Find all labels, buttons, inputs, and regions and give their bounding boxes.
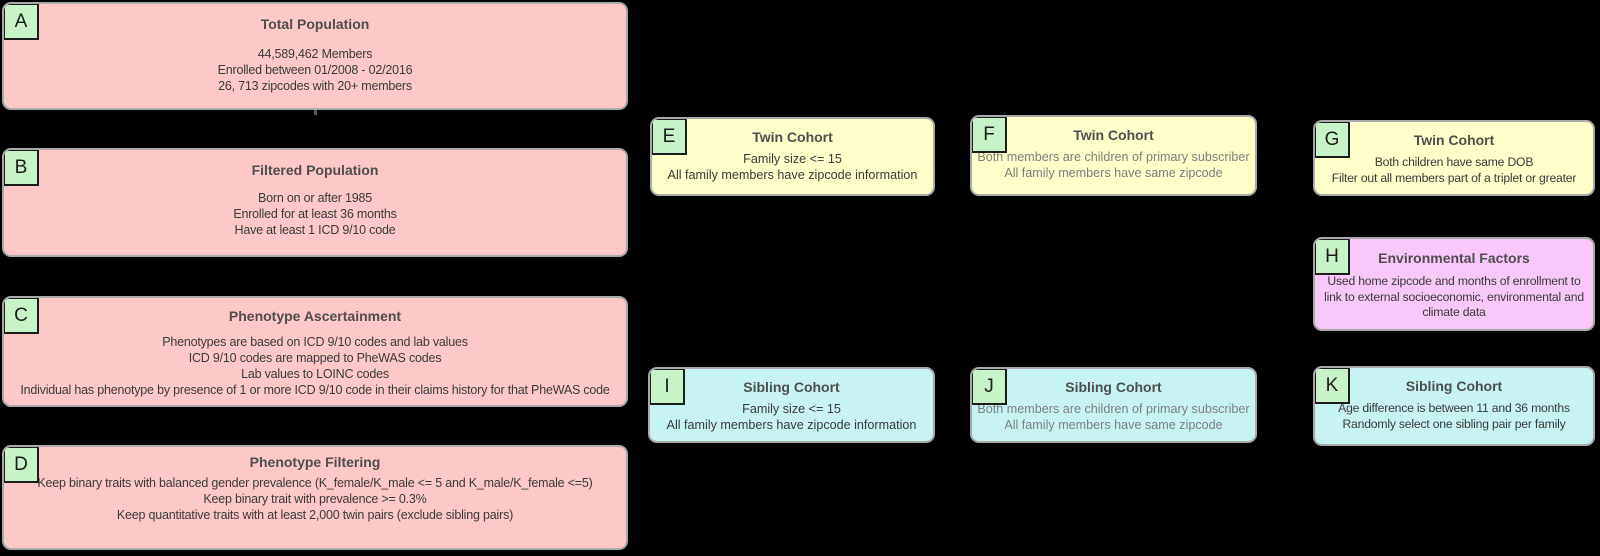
node-line: climate data: [1422, 305, 1486, 319]
node-sibling-cohort-2: J Sibling Cohort Both members are childr…: [970, 367, 1257, 443]
node-line: All family members have zipcode informat…: [666, 417, 917, 432]
node-body: Used home zipcode and months of enrollme…: [1324, 274, 1584, 321]
node-label-badge: J: [972, 369, 1007, 405]
node-environmental-factors: H Environmental Factors Used home zipcod…: [1313, 237, 1595, 331]
node-title: Twin Cohort: [752, 129, 833, 145]
node-line: link to external socioeconomic, environm…: [1324, 289, 1584, 304]
node-line: Both members are children of primary sub…: [977, 150, 1250, 164]
node-line: Both members are children of primary sub…: [977, 402, 1250, 416]
node-label-badge: B: [4, 150, 39, 186]
node-line: Filter out all members part of a triplet…: [1331, 170, 1577, 185]
node-line: Randomly select one sibling pair per fam…: [1342, 416, 1566, 431]
node-line: 44,589,462 Members: [257, 47, 373, 61]
node-body: 44,589,462 Members Enrolled between 01/2…: [218, 46, 413, 94]
node-line: Keep quantitative traits with at least 2…: [116, 508, 514, 522]
node-title: Total Population: [260, 16, 370, 32]
node-label-badge: I: [650, 369, 685, 405]
node-body: Keep binary traits with balanced gender …: [37, 475, 592, 523]
node-label: E: [662, 125, 676, 147]
node-line: All family members have zipcode informat…: [667, 167, 918, 182]
node-title: Twin Cohort: [1073, 127, 1154, 143]
node-label-badge: G: [1315, 122, 1350, 158]
node-title: Filtered Population: [251, 162, 379, 178]
node-total-population: A Total Population 44,589,462 Members En…: [2, 2, 628, 110]
node-twin-cohort-3: G Twin Cohort Both children have same DO…: [1313, 120, 1595, 196]
node-phenotype-filtering: D Phenotype Filtering Keep binary traits…: [2, 445, 628, 550]
node-title: Environmental Factors: [1378, 250, 1530, 266]
node-line: 26, 713 zipcodes with 20+ members: [218, 79, 412, 93]
node-label: D: [14, 453, 28, 475]
node-label: G: [1324, 128, 1340, 150]
arrow-remnant-tick: [314, 110, 317, 115]
node-body: Both members are children of primary sub…: [977, 150, 1249, 181]
node-body: Family size <= 15 All family members hav…: [667, 402, 917, 433]
node-line: Age difference is between 11 and 36 mont…: [1338, 401, 1570, 415]
node-line: Enrolled between 01/2008 - 02/2016: [217, 63, 413, 77]
node-line: All family members have same zipcode: [1004, 417, 1223, 432]
node-label: J: [984, 375, 994, 397]
node-line: Have at least 1 ICD 9/10 code: [234, 223, 396, 237]
node-title: Sibling Cohort: [1065, 379, 1162, 395]
node-label-badge: D: [4, 447, 39, 483]
node-label: K: [1325, 374, 1339, 396]
node-line: All family members have same zipcode: [1004, 165, 1223, 180]
node-title: Phenotype Filtering: [249, 454, 381, 470]
node-label: I: [664, 375, 670, 397]
node-line: Keep binary traits with balanced gender …: [37, 476, 593, 490]
node-label-badge: C: [4, 298, 39, 334]
node-label-badge: F: [972, 117, 1007, 153]
node-label: C: [14, 304, 28, 326]
node-title: Sibling Cohort: [1405, 378, 1503, 394]
node-line: Enrolled for at least 36 months: [233, 207, 397, 221]
node-label: A: [14, 10, 28, 32]
node-line: Family size <= 15: [742, 402, 841, 416]
node-title: Twin Cohort: [1413, 132, 1495, 148]
node-label-badge: A: [4, 4, 39, 40]
node-phenotype-ascertainment: C Phenotype Ascertainment Phenotypes are…: [2, 296, 628, 407]
node-body: Both members are children of primary sub…: [977, 402, 1249, 433]
node-twin-cohort-1: E Twin Cohort Family size <= 15 All fami…: [650, 117, 935, 196]
node-line: Both children have same DOB: [1374, 155, 1534, 169]
node-line: Used home zipcode and months of enrollme…: [1327, 274, 1581, 288]
node-title: Phenotype Ascertainment: [228, 308, 402, 324]
node-body: Both children have same DOB Filter out a…: [1331, 155, 1577, 186]
node-line: ICD 9/10 codes are mapped to PheWAS code…: [188, 351, 442, 365]
node-line: Keep binary trait with prevalence >= 0.3…: [203, 492, 427, 506]
node-label: B: [14, 156, 28, 178]
node-twin-cohort-2: F Twin Cohort Both members are children …: [970, 115, 1257, 196]
node-label-badge: E: [652, 119, 687, 155]
node-line: Lab values to LOINC codes: [241, 367, 389, 381]
node-label: H: [1325, 245, 1339, 267]
node-body: Born on or after 1985 Enrolled for at le…: [233, 190, 397, 238]
node-body: Age difference is between 11 and 36 mont…: [1338, 401, 1570, 432]
node-line: Individual has phenotype by presence of …: [20, 383, 610, 397]
node-sibling-cohort-1: I Sibling Cohort Family size <= 15 All f…: [648, 367, 935, 443]
node-body: Family size <= 15 All family members hav…: [668, 152, 918, 183]
node-filtered-population: B Filtered Population Born on or after 1…: [2, 148, 628, 257]
node-label-badge: K: [1315, 368, 1350, 404]
node-label-badge: H: [1315, 239, 1350, 275]
node-line: Born on or after 1985: [258, 191, 372, 205]
node-title: Sibling Cohort: [743, 379, 840, 395]
node-sibling-cohort-3: K Sibling Cohort Age difference is betwe…: [1313, 366, 1595, 446]
node-line: Family size <= 15: [743, 152, 842, 166]
node-body: Phenotypes are based on ICD 9/10 codes a…: [20, 334, 610, 398]
node-line: Phenotypes are based on ICD 9/10 codes a…: [162, 335, 468, 349]
node-label: F: [983, 123, 995, 145]
